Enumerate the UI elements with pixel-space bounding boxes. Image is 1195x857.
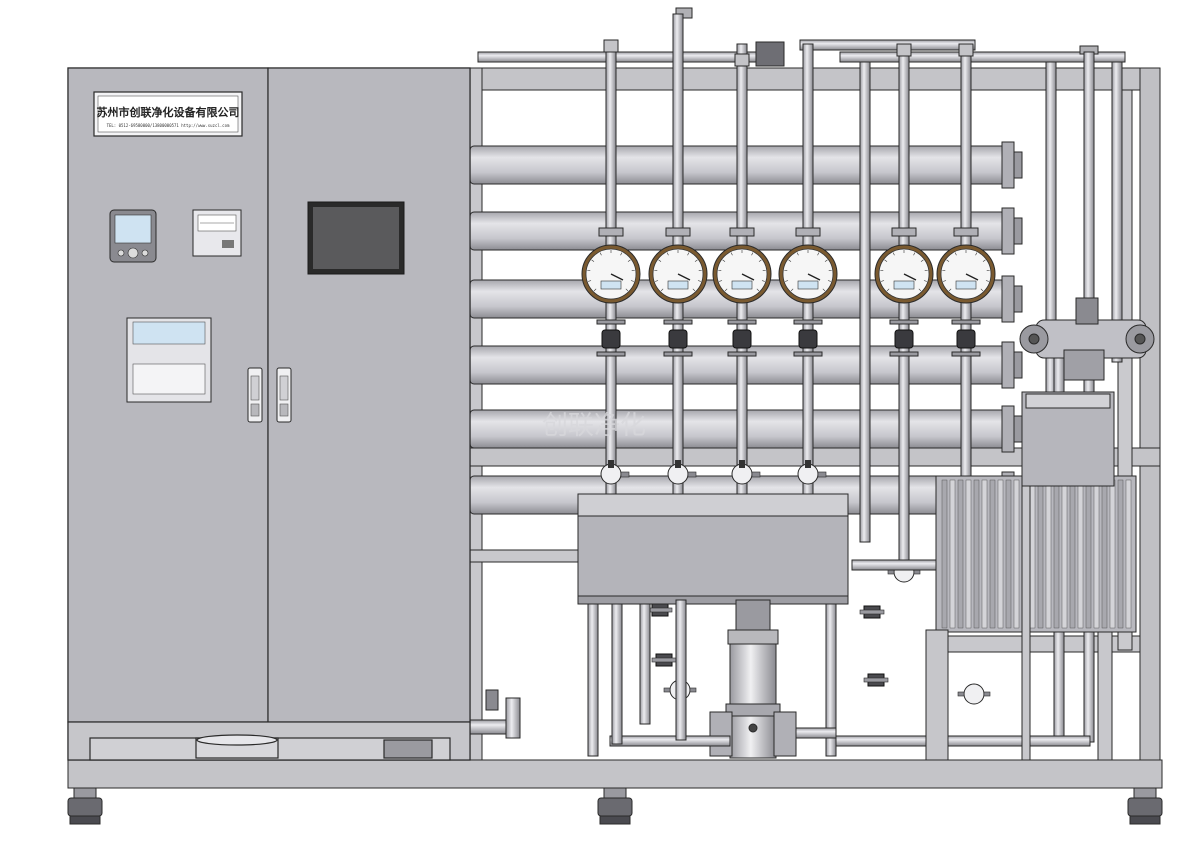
plate-heat-exchanger [925, 475, 1137, 761]
feet [67, 787, 1163, 825]
pressure-gauge-icon [648, 227, 708, 357]
frame-post-right [1139, 67, 1161, 761]
conductivity-meter[interactable] [109, 209, 157, 263]
ball-valve-icon[interactable] [651, 653, 677, 667]
flow-valve-icon[interactable] [957, 683, 991, 705]
paperless-recorder[interactable] [126, 317, 212, 403]
sample-valve-icon[interactable] [797, 460, 827, 485]
frame-rail-low [469, 549, 581, 563]
door-handle-left[interactable] [247, 367, 263, 423]
ball-valve-icon[interactable] [859, 605, 885, 619]
control-cabinet [67, 67, 471, 761]
foot-right [1127, 787, 1163, 825]
pressure-gauge-icon [581, 227, 641, 357]
pressure-gauge-icon [874, 227, 934, 357]
nameplate: 苏州市创联净化设备有限公司 TEL: 0512-69580000/1380000… [93, 91, 243, 137]
pressure-gauge-icon [936, 227, 996, 357]
ball-valve-icon[interactable] [647, 603, 673, 617]
intermediate-tank [577, 493, 849, 757]
sample-valve-icon[interactable] [731, 460, 761, 485]
top-pipework [477, 7, 1126, 67]
pressure-gauge-icon [712, 227, 772, 357]
door-handle-right[interactable] [276, 367, 292, 423]
high-pressure-pump [609, 599, 837, 759]
motor-unit [1019, 297, 1155, 381]
flow-indicator[interactable] [192, 209, 242, 257]
foot-left [67, 787, 103, 825]
pressure-gauge-icon [778, 227, 838, 357]
sample-valve-icon[interactable] [667, 460, 697, 485]
frame-base-rail [67, 759, 1163, 789]
pressure-gauges [581, 227, 996, 357]
dosing-tank [1021, 391, 1115, 761]
ball-valve-icon[interactable] [863, 673, 889, 687]
cabinet-door-right [267, 67, 471, 723]
sample-valve-icon[interactable] [600, 460, 630, 485]
pump-suction-pipes [469, 599, 687, 745]
foot-center [597, 787, 633, 825]
nameplate-contact: TEL: 0512-69580000/13800000571 http://ww… [107, 123, 230, 128]
nameplate-company: 苏州市创联净化设备有限公司 [97, 105, 240, 119]
watermark: 创联净化 [542, 411, 646, 441]
valves [600, 460, 991, 705]
touch-screen[interactable] [307, 201, 405, 275]
